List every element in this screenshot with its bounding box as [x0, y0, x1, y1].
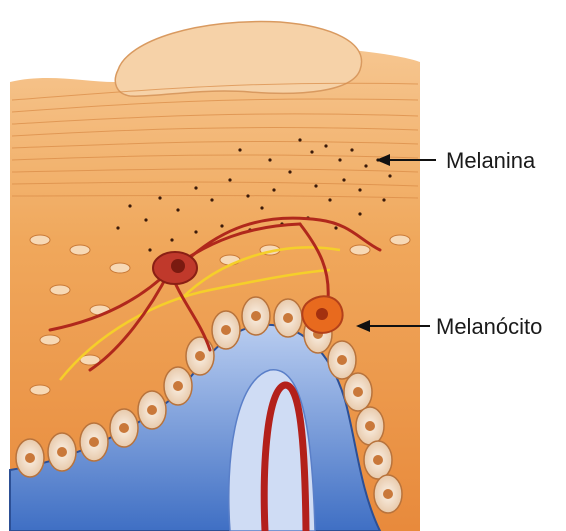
label-melanina: Melanina	[446, 150, 535, 172]
melanocyte-basal	[302, 296, 342, 333]
label-melanocito: Melanócito	[436, 316, 542, 338]
